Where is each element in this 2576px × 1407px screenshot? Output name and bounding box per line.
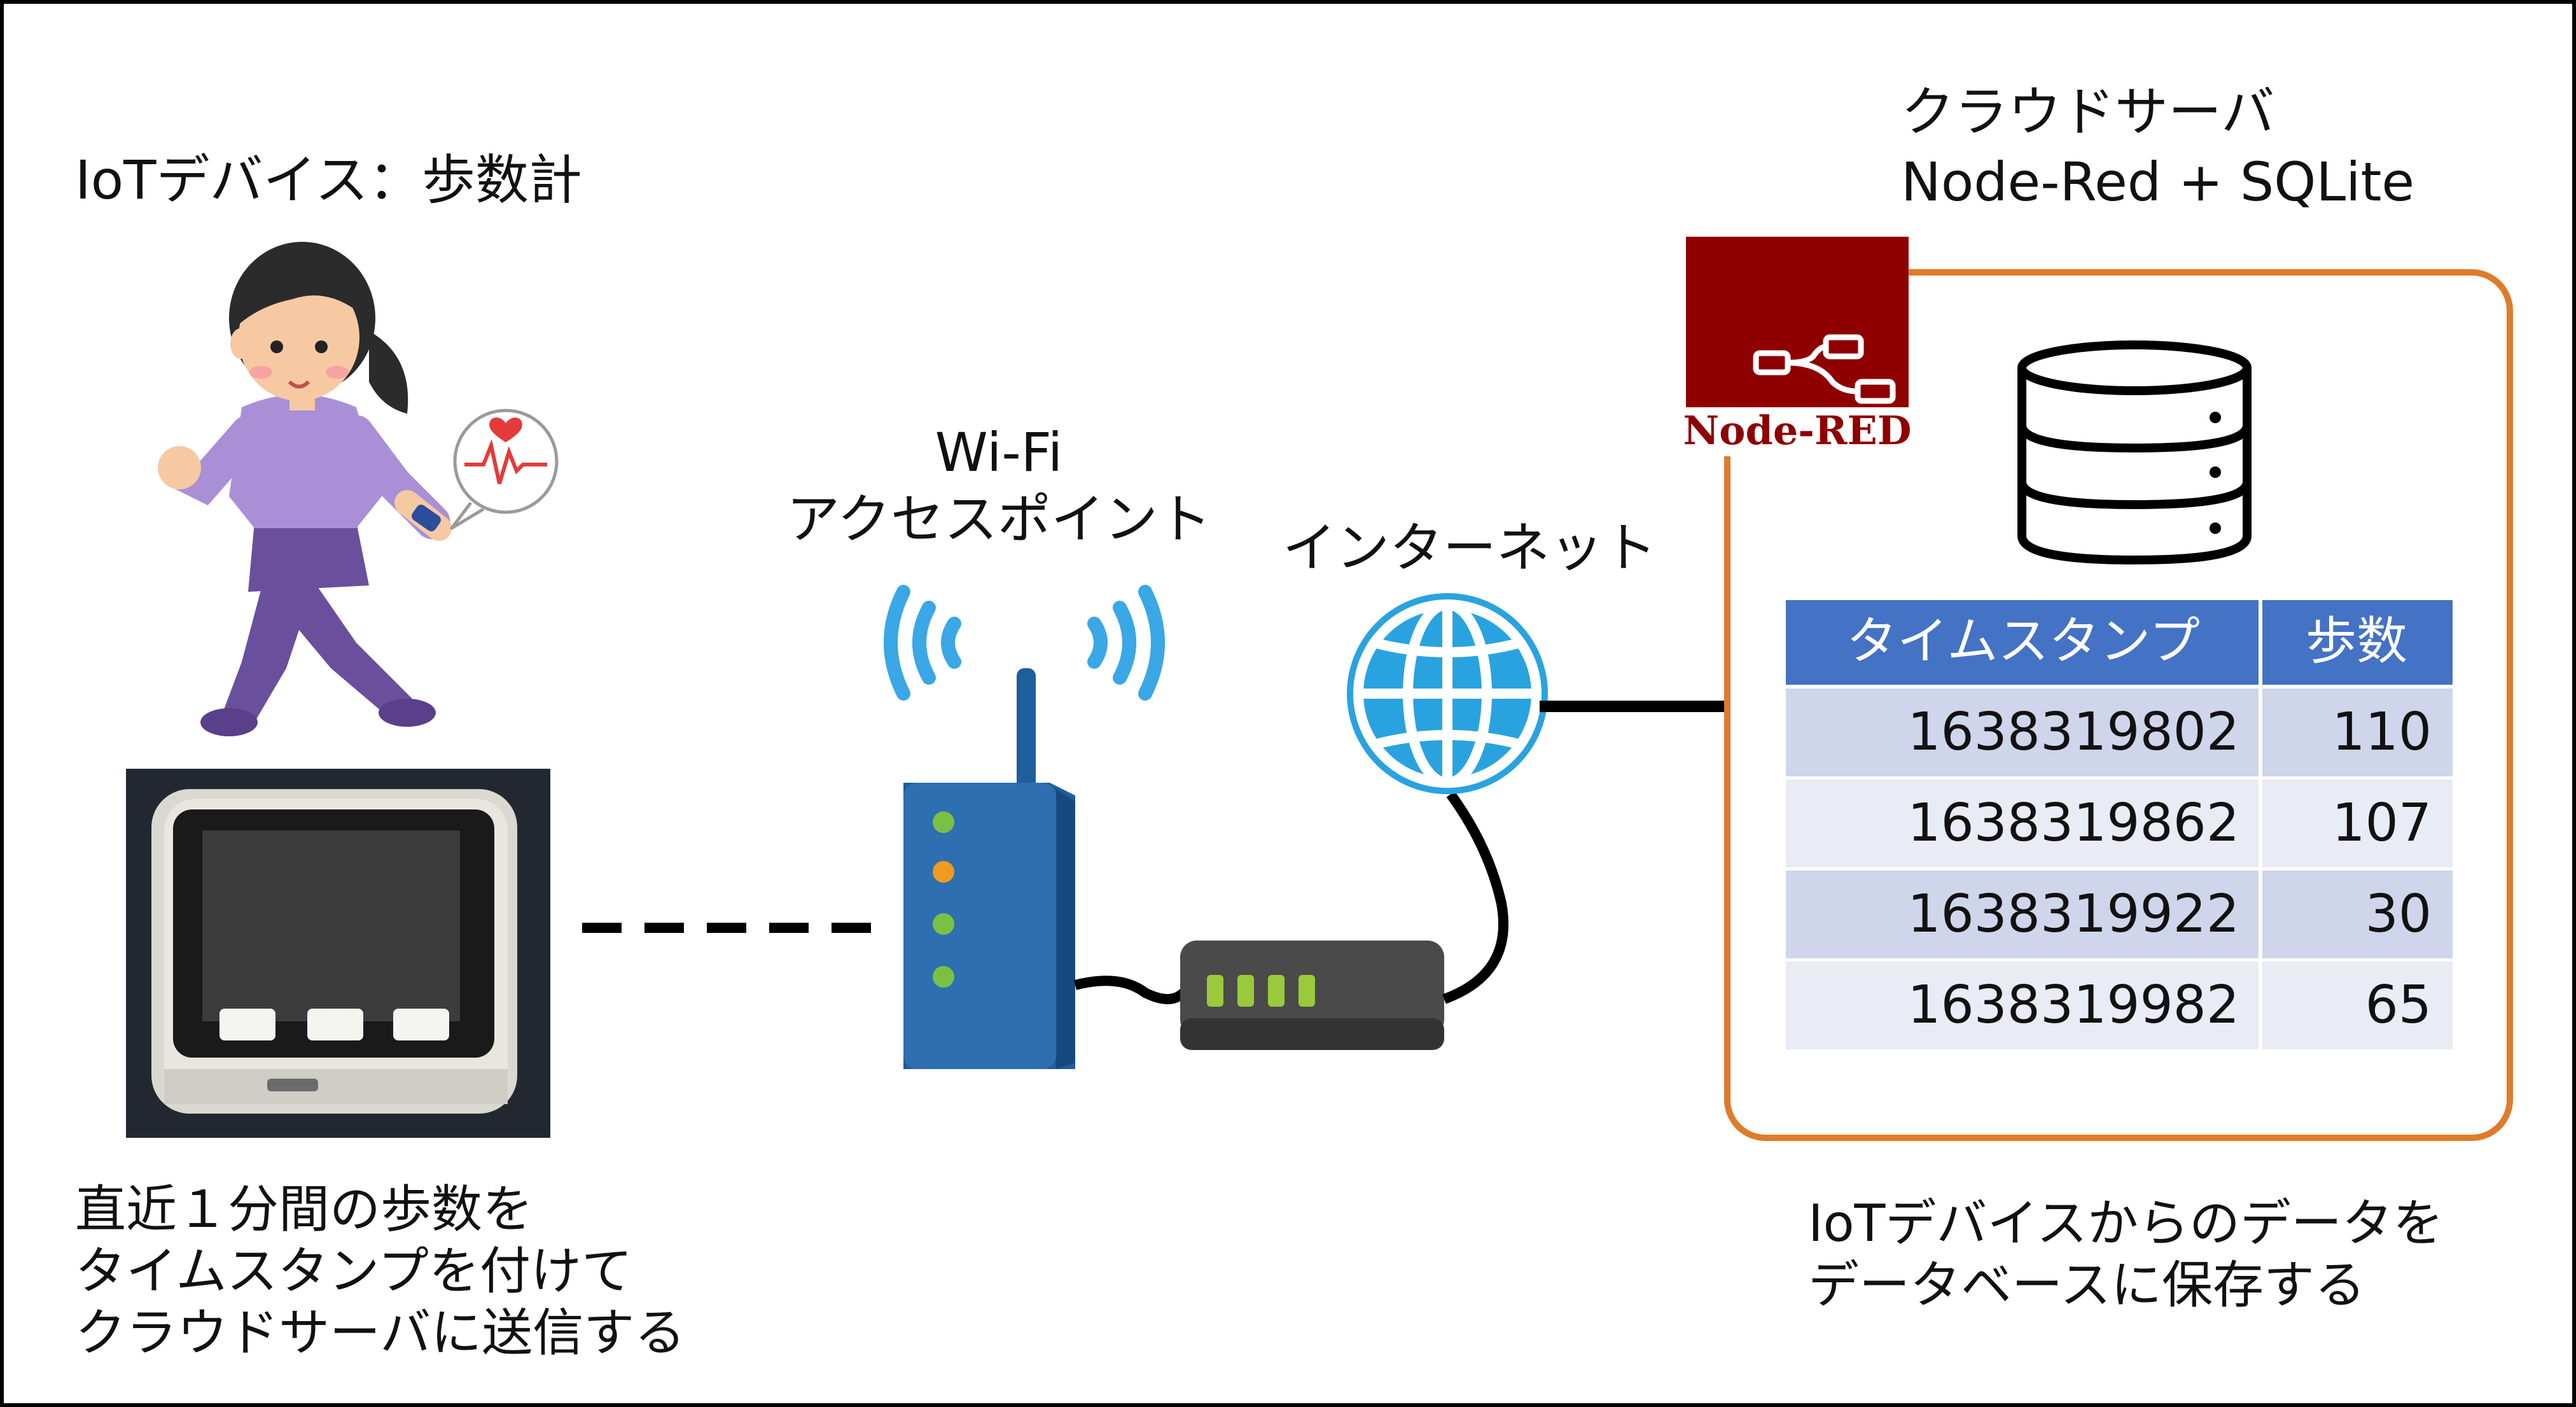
wifi-signal-icon [884,585,1165,701]
router-led-4 [933,966,954,988]
device-description-line-3: クラウドサーバに送信する [75,1303,685,1362]
table-row [1786,689,2453,776]
router-led-1 [933,811,954,833]
table-cell-steps: 65 [2365,975,2432,1035]
wifi-label-line-2: アクセスポイント [786,488,1211,550]
cloud-title-line-2: Node-Red + SQLite [1901,151,2414,213]
cable-modem-to-internet [1442,791,1509,1004]
table-cell-timestamp: 1638319982 [1907,975,2239,1035]
table-row [1786,780,2453,867]
router-led-2 [933,861,954,883]
table-cell-steps: 30 [2365,884,2432,944]
wifi-router-icon [903,668,1075,1069]
table-cell-steps: 107 [2332,793,2432,853]
table-cell-steps: 110 [2332,702,2432,762]
internet-label: インターネット [1283,517,1657,579]
nodered-logo-text: Node-RED [1683,407,1911,454]
cable-router-to-modem [1074,976,1187,1004]
walking-person-illustration [158,242,452,736]
device-title: IoTデバイス：歩数計 [75,149,582,211]
table-cell-timestamp: 1638319922 [1907,884,2239,944]
wifi-label-line-1: Wi-Fi [935,421,1062,484]
database-icon [2017,340,2252,565]
nodered-logo: Node-RED [1683,237,1912,456]
table-header-row [1786,600,2453,685]
globe-icon [1347,593,1548,794]
modem-icon [1180,941,1444,1050]
cloud-description-line-1: IoTデバイスからのデータを [1808,1194,2444,1253]
steps-table: タイムスタンプ 歩数 1638319802 110 1638319862 107… [1786,600,2453,1050]
table-row [1786,962,2453,1049]
heart-rate-bubble-icon [450,409,559,530]
table-cell-timestamp: 1638319862 [1907,793,2239,853]
table-header-steps: 歩数 [2306,612,2407,671]
table-header-timestamp: タイムスタンプ [1846,612,2200,671]
router-led-3 [933,913,954,935]
table-cell-timestamp: 1638319802 [1907,702,2239,762]
device-description-line-2: タイムスタンプを付けて [75,1242,632,1301]
table-row [1786,871,2453,958]
cloud-description-line-2: データベースに保存する [1808,1256,2365,1315]
m5stack-device-photo [126,769,550,1138]
device-description-line-1: 直近１分間の歩数を [75,1180,533,1239]
nodered-flow-icon [1753,334,1896,404]
cloud-title-line-1: クラウドサーバ [1901,81,2274,143]
